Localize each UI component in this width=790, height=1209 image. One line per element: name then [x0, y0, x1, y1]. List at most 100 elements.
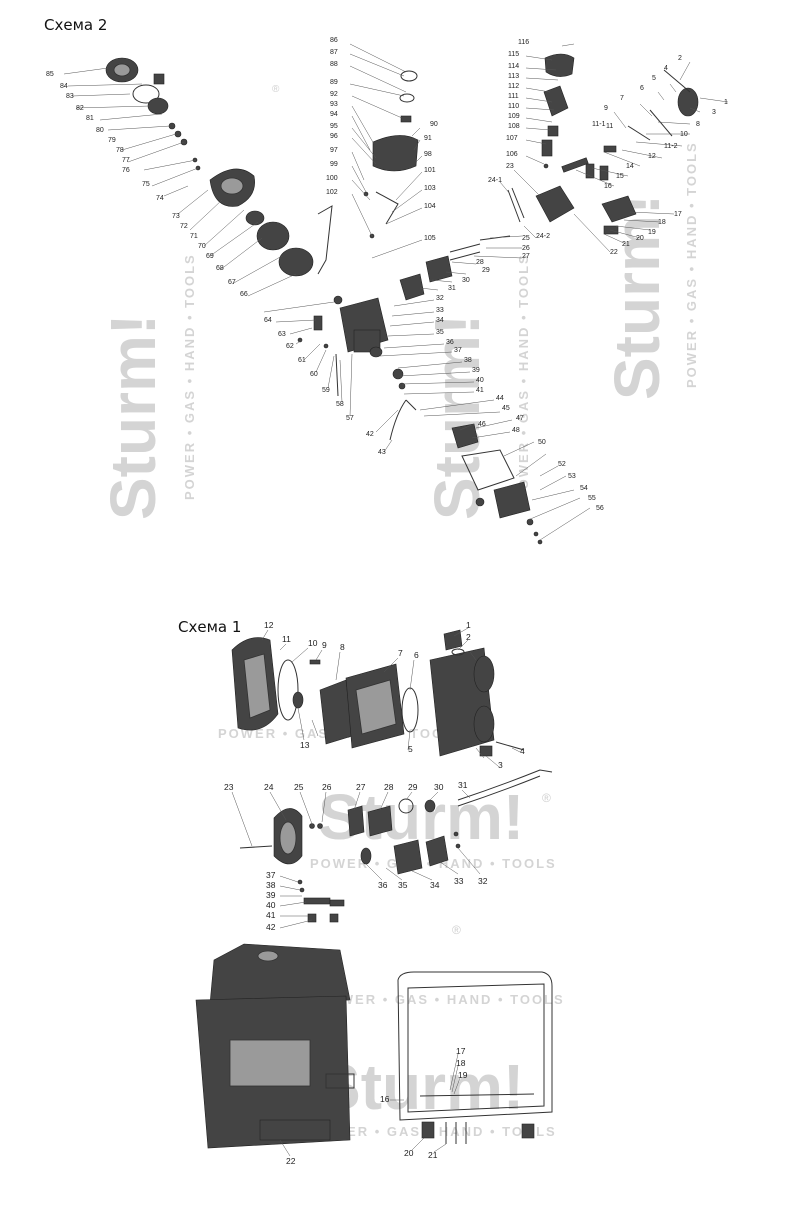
flywheel	[256, 221, 290, 251]
frame-inner	[407, 983, 545, 1113]
flywheel-fan	[278, 247, 314, 277]
part-number-label: 52	[558, 461, 566, 468]
bearing	[398, 382, 406, 390]
scheme-2-labels: 123456789101111-111-21214151617181920212…	[46, 37, 728, 512]
bearing	[333, 295, 343, 305]
part-number-label: 1	[466, 620, 471, 630]
pump-gasket	[277, 659, 299, 721]
part-number-label: 9	[322, 640, 327, 650]
part-number-label: 1	[724, 99, 728, 106]
part-number-label: 6	[414, 650, 419, 660]
inlet-port	[473, 655, 495, 693]
part-number-label: 31	[458, 780, 468, 790]
part-number-label: 80	[96, 127, 104, 134]
part-number-label: 113	[508, 73, 519, 80]
part-number-label: 116	[518, 39, 529, 46]
part-number-label: 12	[648, 153, 656, 160]
part-number-label: 86	[330, 37, 338, 44]
part-number-label: 21	[622, 241, 630, 248]
piston	[399, 273, 425, 301]
part-number-label: 17	[456, 1046, 466, 1056]
gear	[392, 368, 404, 380]
washer	[299, 887, 305, 893]
part-number-label: 98	[424, 151, 432, 158]
part-number-label: 57	[346, 415, 354, 422]
part-number-label: 68	[216, 265, 224, 272]
mount-bracket	[303, 897, 331, 905]
part-number-label: 82	[76, 105, 84, 112]
part-number-label: 26	[522, 245, 530, 252]
part-number-label: 34	[436, 317, 444, 324]
oil-alert-sensor	[677, 87, 699, 117]
part-number-label: 11	[282, 634, 291, 644]
strainer	[425, 835, 449, 867]
bolt	[455, 843, 461, 849]
valve	[449, 251, 481, 261]
part-number-label: 109	[508, 113, 520, 120]
flywheel-nut	[245, 210, 265, 226]
part-number-label: 47	[516, 415, 524, 422]
part-number-label: 24-1	[488, 177, 502, 184]
part-number-label: 32	[436, 295, 444, 302]
part-number-label: 90	[430, 121, 438, 128]
part-number-label: 81	[86, 115, 94, 122]
part-number-label: 39	[266, 890, 276, 900]
rod	[627, 125, 651, 141]
part-number-label: 108	[508, 123, 520, 130]
part-number-label: 50	[538, 439, 546, 446]
part-number-label: 41	[266, 910, 276, 920]
part-number-label: 44	[496, 395, 504, 402]
watermark-tagline: POWER • GAS • HAND • TOOLS	[318, 992, 565, 1007]
pump-rear-cover-face	[243, 653, 271, 719]
bolt	[453, 831, 459, 837]
part-number-label: 40	[266, 900, 276, 910]
part-number-label: 74	[156, 195, 164, 202]
part-number-label: 5	[652, 75, 656, 82]
part-number-label: 29	[482, 267, 490, 274]
part-number-label: 27	[356, 782, 366, 792]
part-number-label: 9	[604, 105, 608, 112]
part-number-label: 2	[678, 55, 682, 62]
part-number-label: 11-1	[592, 121, 606, 128]
part-number-label: 45	[502, 405, 510, 412]
part-number-label: 66	[240, 291, 248, 298]
part-number-label: 73	[172, 213, 180, 220]
part-number-label: 100	[326, 175, 338, 182]
bolt	[533, 531, 539, 537]
part-number-label: 19	[648, 229, 656, 236]
part-number-label: 20	[636, 235, 644, 242]
registered-mark: ®	[272, 84, 280, 95]
part-number-label: 103	[424, 185, 436, 192]
part-number-label: 38	[266, 880, 276, 890]
part-number-label: 72	[180, 223, 188, 230]
stud	[543, 163, 549, 169]
part-number-label: 111	[508, 93, 519, 100]
part-number-label: 20	[404, 1148, 414, 1158]
part-number-label: 4	[520, 746, 525, 756]
part-number-label: 64	[264, 317, 272, 324]
mechanical-seal	[401, 687, 419, 733]
part-number-label: 5	[408, 744, 413, 754]
fuel-cap	[257, 950, 279, 962]
recoil-starter-hub	[113, 63, 131, 77]
drain-plug	[479, 745, 493, 757]
part-number-label: 3	[712, 109, 716, 116]
pushrod	[507, 189, 521, 223]
throttle-cable	[389, 399, 417, 441]
part-number-label: 77	[122, 157, 130, 164]
rocker-arm	[599, 165, 609, 181]
part-number-label: 83	[66, 93, 74, 100]
registered-mark: ®	[542, 791, 551, 805]
part-number-label: 78	[116, 147, 124, 154]
part-number-label: 71	[190, 233, 198, 240]
part-number-label: 16	[380, 1094, 390, 1104]
governor-arm	[317, 205, 333, 275]
part-number-label: 12	[264, 620, 274, 630]
part-number-label: 35	[436, 329, 444, 336]
crankcase-cover	[493, 481, 531, 519]
part-number-label: 7	[620, 95, 624, 102]
part-number-label: 70	[198, 243, 206, 250]
part-number-label: 53	[568, 473, 576, 480]
part-number-label: 61	[298, 357, 306, 364]
